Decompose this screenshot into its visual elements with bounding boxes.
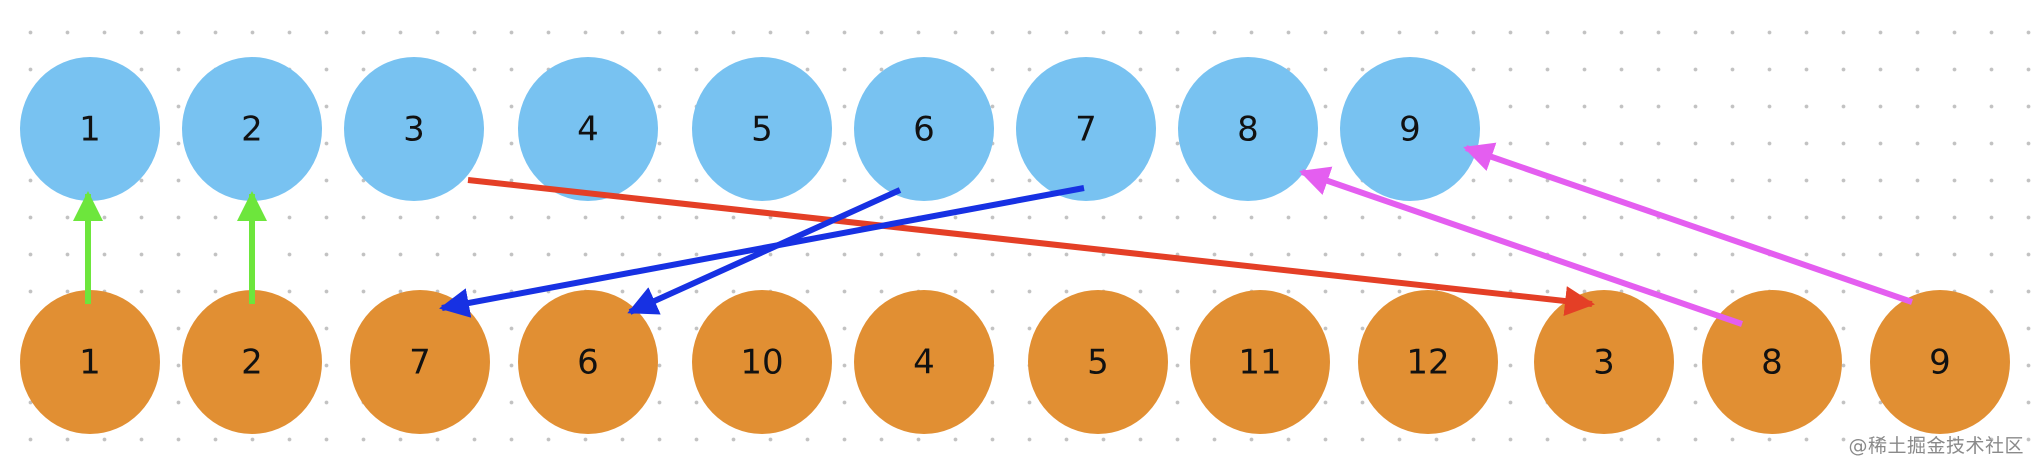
bottom-node-4-label: 4	[913, 343, 935, 383]
arrow-top-6-to-bottom-6	[627, 187, 902, 315]
top-node-5-label: 5	[751, 110, 773, 150]
bottom-node-5-circle	[1028, 290, 1168, 434]
bottom-node-10-circle	[692, 290, 832, 434]
top-node-7-circle	[1016, 57, 1156, 201]
bottom-node-3-label: 3	[1593, 343, 1615, 383]
bottom-node-8: 8	[1702, 290, 1842, 434]
bottom-node-2-label: 2	[241, 343, 263, 383]
top-node-8-label: 8	[1237, 110, 1259, 150]
bottom-node-1: 1	[20, 290, 160, 434]
bottom-node-1-label: 1	[79, 343, 101, 383]
bottom-node-3-circle	[1534, 290, 1674, 434]
top-node-7: 7	[1016, 57, 1156, 201]
bottom-node-11-label: 11	[1238, 343, 1281, 383]
top-node-5-circle	[692, 57, 832, 201]
top-row: 1 2 3 4 5 6 7 8 9	[20, 57, 1480, 201]
top-node-4: 4	[518, 57, 658, 201]
bottom-node-9-label: 9	[1929, 343, 1951, 383]
top-node-8-circle	[1178, 57, 1318, 201]
bottom-node-7-circle	[350, 290, 490, 434]
bottom-node-8-label: 8	[1761, 343, 1783, 383]
top-node-3-circle	[344, 57, 484, 201]
bottom-node-2-circle	[182, 290, 322, 434]
bottom-node-12-label: 12	[1406, 343, 1449, 383]
bottom-node-9-circle	[1870, 290, 2010, 434]
top-node-9-circle	[1340, 57, 1480, 201]
top-node-1-label: 1	[79, 110, 101, 150]
top-node-6: 6	[854, 57, 994, 201]
top-node-2-circle	[182, 57, 322, 201]
top-node-3: 3	[344, 57, 484, 201]
top-node-2-label: 2	[241, 110, 263, 150]
arrow-top-3-to-bottom-3	[467, 177, 1595, 316]
arrow-bottom-8-to-top-8	[1299, 166, 1743, 327]
bottom-node-1-circle	[20, 290, 160, 434]
bottom-node-8-circle	[1702, 290, 1842, 434]
bottom-node-2: 2	[182, 290, 322, 434]
bottom-node-12: 12	[1358, 290, 1498, 434]
bottom-node-6: 6	[518, 290, 658, 434]
top-node-6-label: 6	[913, 110, 935, 150]
bottom-node-6-circle	[518, 290, 658, 434]
top-node-6-circle	[854, 57, 994, 201]
watermark: @稀土掘金技术社区	[1848, 435, 2024, 457]
bottom-node-10-label: 10	[740, 343, 783, 383]
bottom-node-11-circle	[1190, 290, 1330, 434]
bottom-node-7-label: 7	[409, 343, 431, 383]
bottom-node-11: 11	[1190, 290, 1330, 434]
bottom-node-4-circle	[854, 290, 994, 434]
top-node-1: 1	[20, 57, 160, 201]
bottom-node-5: 5	[1028, 290, 1168, 434]
bottom-node-6-label: 6	[577, 343, 599, 383]
top-node-9-label: 9	[1399, 110, 1421, 150]
bottom-node-9: 9	[1870, 290, 2010, 434]
bottom-node-7: 7	[350, 290, 490, 434]
top-node-7-label: 7	[1075, 110, 1097, 150]
top-node-8: 8	[1178, 57, 1318, 201]
top-node-4-circle	[518, 57, 658, 201]
top-node-2: 2	[182, 57, 322, 201]
top-node-4-label: 4	[577, 110, 599, 150]
top-node-3-label: 3	[403, 110, 425, 150]
top-node-9: 9	[1340, 57, 1480, 201]
bottom-node-10: 10	[692, 290, 832, 434]
bottom-node-5-label: 5	[1087, 343, 1109, 383]
arrow-bottom-9-to-top-9	[1463, 142, 1913, 305]
top-node-1-circle	[20, 57, 160, 201]
bottom-node-4: 4	[854, 290, 994, 434]
bottom-node-12-circle	[1358, 290, 1498, 434]
arrow-layer	[73, 142, 1913, 327]
bottom-node-3: 3	[1534, 290, 1674, 434]
arrow-top-7-to-bottom-7	[439, 185, 1085, 318]
top-node-5: 5	[692, 57, 832, 201]
